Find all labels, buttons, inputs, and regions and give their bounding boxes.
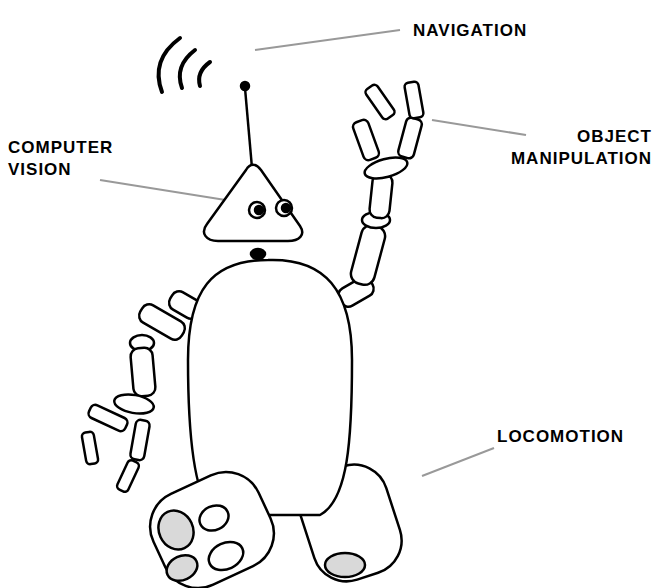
part-label: COMPUTER VISION bbox=[8, 137, 133, 181]
track-wheel bbox=[325, 553, 365, 577]
track-wheel bbox=[204, 537, 248, 576]
finger-segment bbox=[130, 419, 151, 461]
arm-segment bbox=[130, 347, 156, 397]
antenna bbox=[245, 88, 252, 168]
robot-body bbox=[81, 81, 424, 588]
finger-segment bbox=[81, 431, 98, 465]
forearm bbox=[369, 173, 393, 219]
track-wheel bbox=[195, 501, 232, 535]
arm-segment bbox=[349, 223, 388, 287]
leader-line bbox=[432, 120, 526, 135]
signal-arc bbox=[180, 50, 195, 88]
finger bbox=[87, 403, 129, 433]
leader-line bbox=[100, 180, 238, 202]
arm-segment bbox=[369, 173, 393, 219]
head bbox=[204, 165, 302, 241]
upper-arm bbox=[349, 223, 388, 287]
track-wheel bbox=[162, 550, 201, 585]
finger bbox=[397, 117, 423, 160]
left-track bbox=[138, 460, 285, 588]
neck bbox=[251, 249, 265, 259]
finger bbox=[130, 419, 151, 461]
signal-waves bbox=[159, 38, 210, 92]
signal-arc bbox=[199, 62, 210, 86]
part-label: NAVIGATION bbox=[413, 20, 613, 42]
finger-segment bbox=[352, 118, 381, 161]
finger-segment bbox=[87, 403, 129, 433]
antenna-tip bbox=[241, 82, 249, 90]
finger-segment bbox=[116, 459, 140, 493]
pupil bbox=[282, 204, 290, 212]
finger bbox=[352, 118, 381, 161]
leader-line bbox=[255, 30, 400, 50]
finger-tip bbox=[81, 431, 98, 465]
leader-line bbox=[422, 448, 494, 476]
eye bbox=[249, 202, 265, 218]
track-outline bbox=[138, 460, 285, 588]
eye bbox=[276, 200, 292, 216]
finger-tip bbox=[116, 459, 140, 493]
finger-tip bbox=[404, 81, 424, 119]
palm bbox=[113, 392, 156, 417]
part-label: LOCOMOTION bbox=[497, 426, 662, 448]
finger-tip bbox=[364, 83, 396, 121]
pupil bbox=[255, 206, 263, 214]
signal-arc bbox=[159, 38, 180, 92]
finger-segment bbox=[364, 83, 396, 121]
finger-segment bbox=[397, 117, 423, 160]
finger-segment bbox=[404, 81, 424, 119]
forearm bbox=[130, 347, 156, 397]
track-wheel bbox=[152, 505, 200, 556]
part-label: OBJECT MANIPULATION bbox=[477, 126, 652, 170]
